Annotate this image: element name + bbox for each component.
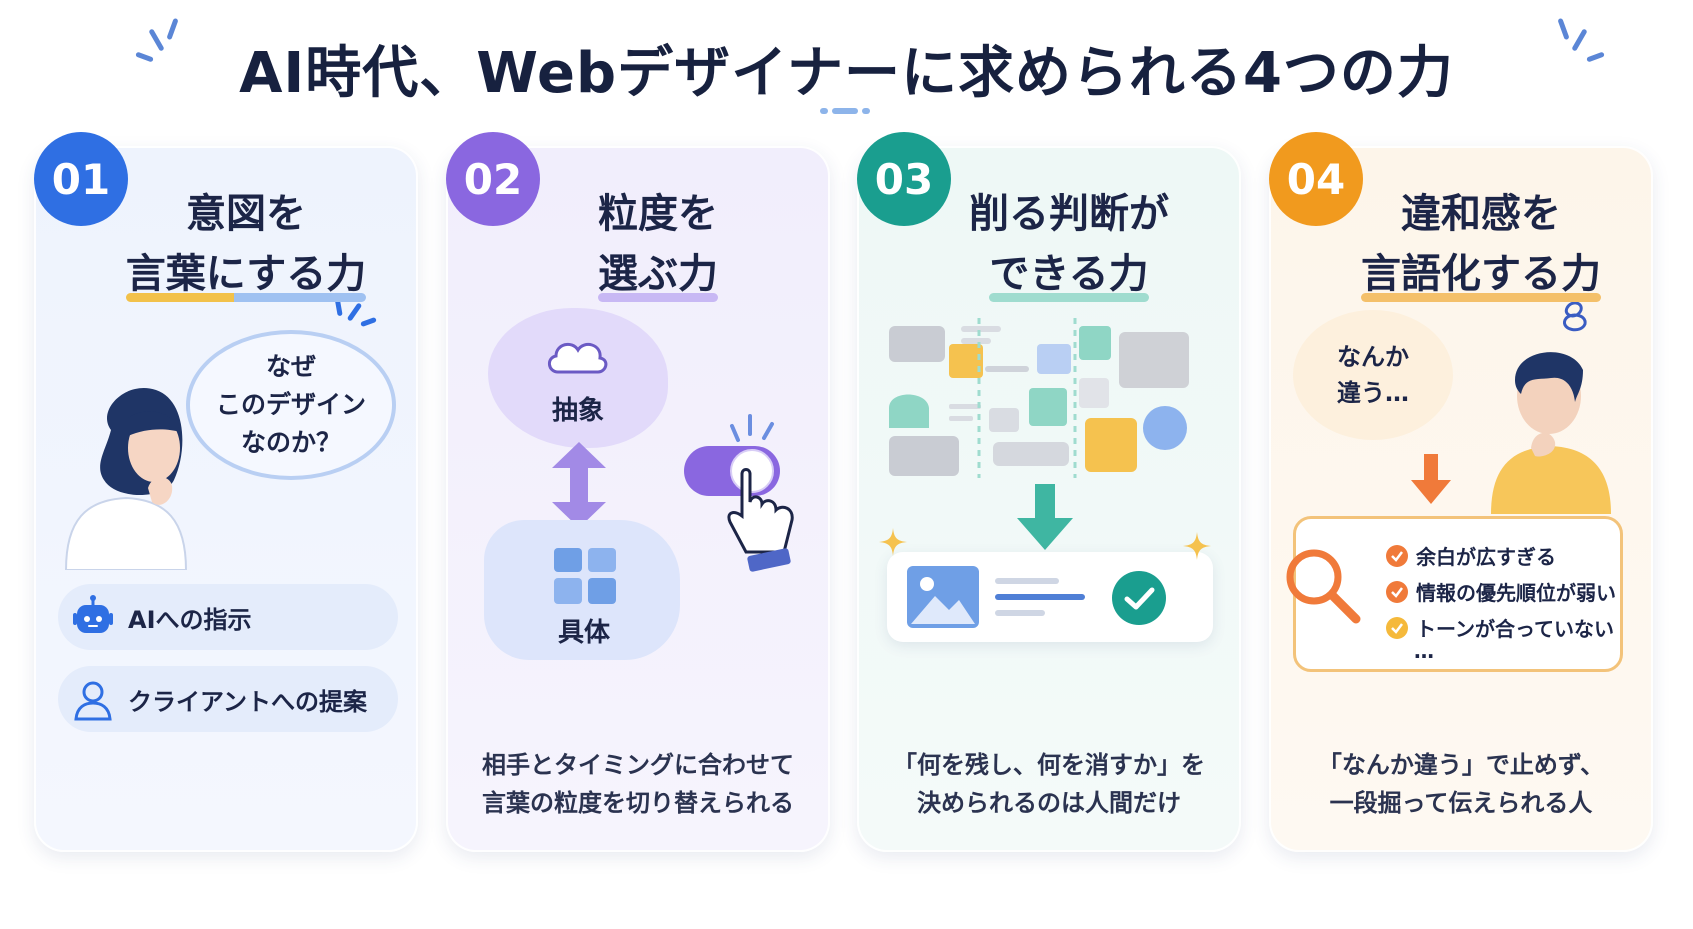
abstract-blob bbox=[488, 308, 668, 448]
double-arrow-icon bbox=[552, 442, 606, 528]
card-description: 「何を残し、何を消すか」を 決められるのは人間だけ bbox=[893, 751, 1205, 817]
checklist-item: トーンが合っていない bbox=[1386, 613, 1614, 642]
thinking-man-illustration bbox=[1491, 301, 1611, 514]
heading-line1: 削る判断が bbox=[969, 191, 1169, 237]
checklist-item: 余白が広すぎる bbox=[1386, 541, 1556, 570]
checklist-ellipsis: … bbox=[1414, 639, 1434, 663]
image-placeholder-icon bbox=[907, 566, 979, 628]
card-description: 相手とタイミングに合わせて 言葉の粒度を切り替えられる bbox=[482, 751, 794, 817]
card-number-badge: 03 bbox=[857, 132, 951, 226]
heading-line2: できる力 bbox=[989, 244, 1149, 304]
checklist-item: 情報の優先順位が弱い bbox=[1386, 577, 1616, 606]
card-heading: 粒度を 選ぶ力 bbox=[508, 184, 808, 304]
toggle-switch-hand-icon bbox=[684, 414, 794, 572]
cloud-icon bbox=[548, 342, 608, 374]
heading-line1: 意図を bbox=[186, 191, 306, 237]
check-icon bbox=[1386, 616, 1408, 639]
card-description: 「なんか違う」で止めず、 一段掘って伝えられる人 bbox=[1317, 751, 1605, 817]
magnifier-icon bbox=[1286, 549, 1361, 624]
page-title: AI時代、Webデザイナーに求められる4つの力 bbox=[239, 41, 1454, 106]
heading-line2: 言語化する力 bbox=[1361, 244, 1601, 304]
grid-blocks-icon bbox=[554, 548, 616, 604]
card-number-badge: 01 bbox=[34, 132, 128, 226]
sparkle-right-icon bbox=[1555, 17, 1605, 68]
sparkle-star-icon bbox=[879, 528, 907, 556]
heading-line1: 違和感を bbox=[1401, 191, 1561, 237]
pill-label: クライアントへの提案 bbox=[128, 687, 368, 716]
heading-line2: 言葉にする力 bbox=[125, 244, 367, 304]
check-icon bbox=[1386, 580, 1408, 603]
card-02: 02 粒度を 選ぶ力 抽象 具体 相手とタイミングに合わせて 言葉の粒度を切り替… bbox=[446, 132, 830, 852]
heading-line2: 選ぶ力 bbox=[598, 244, 718, 304]
title-underline-decoration bbox=[820, 108, 872, 114]
card-04: 04 違和感を 言語化する力 なんか 違う… 余白が広すぎる 情報の優先順位が弱… bbox=[1269, 132, 1653, 852]
text-lines-icon bbox=[995, 578, 1085, 616]
check-icon bbox=[1386, 544, 1408, 567]
question-speech-bubble: なぜ このデザイン なのか？ bbox=[186, 330, 396, 480]
person-icon bbox=[74, 681, 112, 721]
abstract-label: 抽象 bbox=[551, 396, 604, 426]
hmm-speech-bubble: なんか 違う… bbox=[1293, 310, 1453, 440]
thinking-woman-illustration bbox=[64, 388, 188, 570]
card-number-badge: 02 bbox=[446, 132, 540, 226]
heading-line1: 粒度を bbox=[598, 191, 718, 237]
pill-label: AIへの指示 bbox=[128, 605, 252, 634]
card-01: 01 意図を 言葉にする力 なぜ このデザイン なのか？ bbox=[34, 132, 418, 852]
concrete-label: 具体 bbox=[557, 618, 610, 648]
down-arrow-icon bbox=[1017, 484, 1073, 550]
check-circle-icon bbox=[1112, 571, 1166, 625]
sparkle-left-icon bbox=[135, 17, 190, 68]
card-heading: 削る判断が できる力 bbox=[919, 184, 1219, 304]
pill-client-proposal: クライアントへの提案 bbox=[58, 666, 398, 732]
pill-ai-instruction: AIへの指示 bbox=[58, 584, 398, 650]
card-03: 03 削る判断が できる力 bbox=[857, 132, 1241, 852]
sparkle-star-icon bbox=[1183, 532, 1211, 560]
card-number-badge: 04 bbox=[1269, 132, 1363, 226]
issue-checklist-panel: 余白が広すぎる 情報の優先順位が弱い トーンが合っていない … bbox=[1286, 516, 1623, 672]
layout-elements-illustration bbox=[889, 318, 1189, 478]
card-heading: 意図を 言葉にする力 bbox=[96, 184, 396, 304]
robot-icon bbox=[73, 595, 113, 633]
card-heading: 違和感を 言語化する力 bbox=[1331, 184, 1631, 304]
down-arrow-icon bbox=[1411, 454, 1451, 504]
